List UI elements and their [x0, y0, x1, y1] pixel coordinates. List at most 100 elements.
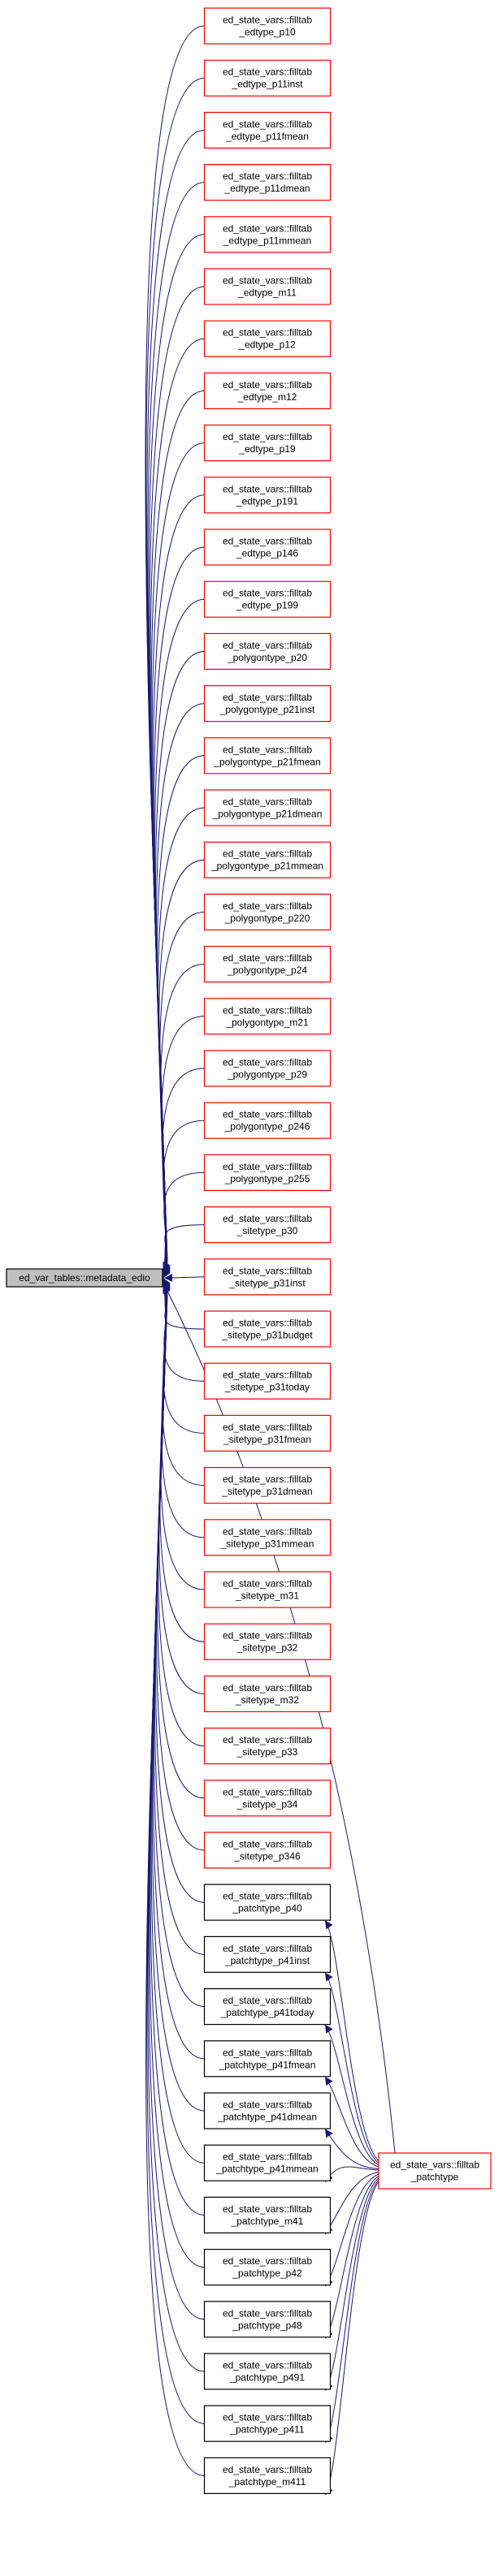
graph-node[interactable]: ed_state_vars::filltab_polygontype_p246: [203, 1102, 332, 1139]
graph-node-box: [203, 2301, 332, 2338]
graph-node[interactable]: ed_state_vars::filltab_edtype_m11: [203, 268, 332, 305]
edge-to-root: [159, 1279, 205, 1642]
edge-hub-to-node: [324, 2024, 386, 2168]
graph-node-box: [203, 2457, 332, 2494]
graph-node-box: [203, 216, 332, 253]
graph-node[interactable]: ed_state_vars::filltab_polygontype_p24: [203, 945, 332, 983]
graph-node[interactable]: ed_state_vars::filltab_patchtype_p411: [203, 2405, 332, 2442]
graph-node[interactable]: ed_state_vars::filltab_polygontype_p21mm…: [203, 841, 332, 878]
graph-node[interactable]: ed_state_vars::filltab_edtype_p146: [203, 529, 332, 566]
graph-node[interactable]: ed_state_vars::filltab_patchtype_p41toda…: [203, 1988, 332, 2026]
graph-node-box: [203, 372, 332, 409]
graph-node-box: [203, 580, 332, 618]
graph-node[interactable]: ed_state_vars::filltab_edtype_p11inst: [203, 59, 332, 97]
graph-node-box: [203, 2353, 332, 2390]
graph-node-box: [203, 164, 332, 201]
graph-node[interactable]: ed_state_vars::filltab_polygontype_p21dm…: [203, 789, 332, 826]
graph-node-box: [203, 945, 332, 983]
graph-node[interactable]: ed_state_vars::filltab_sitetype_p33: [203, 1728, 332, 1765]
graph-node-label-line: _polygontype_p29: [227, 1069, 307, 1081]
graph-node-label-line: _polygontype_p24: [227, 964, 307, 976]
graph-node-box: [203, 1258, 332, 1296]
graph-node-label-line: _patchtype_m41: [231, 2216, 304, 2227]
graph-node-label-line: ed_state_vars::filltab: [223, 1265, 312, 1276]
graph-node-label-line: ed_state_vars::filltab: [223, 640, 312, 651]
graph-node[interactable]: ed_state_vars::filltab_sitetype_p31today: [203, 1362, 332, 1400]
graph-node[interactable]: ed_state_vars::filltab_polygontype_p21in…: [203, 684, 332, 723]
graph-node[interactable]: ed_state_vars::filltab_edtype_p12: [203, 320, 332, 357]
edge-to-root: [152, 494, 205, 1274]
graph-node[interactable]: ed_state_vars::filltab_sitetype_p32: [203, 1623, 332, 1660]
graph-node[interactable]: ed_state_vars::filltab_sitetype_m31: [203, 1571, 332, 1608]
edge-to-root: [154, 598, 205, 1275]
graph-node-box: [203, 1623, 332, 1660]
graph-node-label-line: _polygontype_p21dmean: [212, 809, 323, 820]
edge-hub-to-node: [324, 2177, 386, 2496]
graph-node[interactable]: ed_state_vars::filltab_edtype_p191: [203, 477, 332, 514]
graph-node-box: [203, 1519, 332, 1556]
graph-node-label-line: _polygontype_p220: [224, 913, 310, 924]
graph-node[interactable]: ed_state_vars::filltab_patchtype_p42: [203, 2249, 332, 2286]
graph-node[interactable]: ed_state_vars::filltab_edtype_p199: [203, 580, 332, 618]
graph-node[interactable]: ed_state_vars::filltab_polygontype_p220: [203, 893, 332, 931]
graph-node[interactable]: ed_state_vars::filltab_edtype_p10: [203, 7, 332, 45]
graph-node[interactable]: ed_state_vars::filltab_sitetype_p31inst: [203, 1258, 332, 1296]
graph-node[interactable]: ed_state_vars::filltab_sitetype_m32: [203, 1675, 332, 1712]
graph-node-label-line: _sitetype_m32: [235, 1694, 299, 1706]
graph-node[interactable]: ed_state_vars::filltab_patchtype_p41inst: [203, 1935, 332, 1973]
graph-node[interactable]: ed_state_vars::filltab_edtype_p11dmean: [203, 164, 332, 201]
graph-node-label-line: ed_state_vars::filltab: [223, 1109, 312, 1120]
edge-to-root: [145, 25, 205, 1271]
graph-node-label-line: ed_state_vars::filltab: [223, 1682, 312, 1694]
graph-node-label-line: _patchtype_p41dmean: [217, 2112, 317, 2123]
graph-node[interactable]: ed_state_vars::filltab_sitetype_p31mmean: [203, 1519, 332, 1556]
graph-node[interactable]: ed_state_vars::filltab_sitetype_p346: [203, 1832, 332, 1869]
graph-node-label-line: _edtype_p11fmean: [225, 131, 309, 142]
graph-node[interactable]: ed_state_vars::filltab_sitetype_p30: [203, 1206, 332, 1244]
graph-node[interactable]: ed_state_vars::filltab_edtype_m12: [203, 372, 332, 409]
graph-node[interactable]: ed_state_vars::filltab_polygontype_p20: [203, 632, 332, 671]
graph-node[interactable]: ed_state_vars::filltab_sitetype_p31budge…: [203, 1310, 332, 1348]
graph-node[interactable]: ed_state_vars::filltab_patchtype_p491: [203, 2353, 332, 2390]
graph-node-box: [203, 998, 332, 1035]
graph-node-label-line: _edtype_p11inst: [231, 79, 303, 90]
graph-node[interactable]: ed_state_vars::filltab_edtype_p11mmean: [203, 216, 332, 253]
graph-node[interactable]: ed_state_vars::filltab_patchtype_p48: [203, 2301, 332, 2338]
graph-node-box: [203, 59, 332, 97]
graph-node[interactable]: ed_state_vars::filltab_polygontype_p21fm…: [203, 737, 332, 775]
graph-node[interactable]: ed_state_vars::filltab_polygontype_p29: [203, 1050, 332, 1087]
graph-node[interactable]: ed_state_vars::filltab_patchtype_m411: [203, 2457, 332, 2494]
graph-node[interactable]: ed_state_vars::filltab_patchtype_p41fmea…: [203, 2040, 332, 2078]
graph-node[interactable]: ed_state_vars::filltab_patchtype_m41: [203, 2196, 332, 2233]
graph-node[interactable]: ed_state_vars::filltab_sitetype_p31dmean: [203, 1466, 332, 1504]
graph-node[interactable]: ed_state_vars::filltab_edtype_p11fmean: [203, 111, 332, 149]
graph-node-label-line: ed_state_vars::filltab: [223, 1786, 312, 1797]
root-node-box: [6, 1268, 163, 1288]
root-node[interactable]: ed_var_tables::metadata_edio: [6, 1268, 163, 1288]
graph-node-label-line: ed_state_vars::filltab: [223, 483, 312, 494]
edge-hub-to-node: [324, 2172, 386, 2287]
graph-node-label-line: _edtype_p191: [236, 495, 298, 507]
graph-node-label-line: _edtype_p12: [238, 339, 296, 351]
graph-node-label-line: ed_state_vars::filltab: [223, 379, 312, 390]
graph-node[interactable]: ed_state_vars::filltab_patchtype_p41dmea…: [203, 2092, 332, 2129]
graph-node-label-line: _polygontype_p20: [227, 652, 307, 663]
graph-node-box: [203, 2040, 332, 2078]
graph-node-label-line: _edtype_p10: [238, 27, 296, 38]
graph-node[interactable]: ed_state_vars::filltab_edtype_p19: [203, 424, 332, 462]
graph-node[interactable]: ed_state_vars::filltab_polygontype_m21: [203, 998, 332, 1035]
graph-node-label-line: ed_state_vars::filltab: [223, 1474, 312, 1485]
root-node-label-line: ed_var_tables::metadata_edio: [19, 1272, 150, 1284]
graph-node[interactable]: ed_state_vars::filltab_patchtype_p41mmea…: [203, 2144, 332, 2181]
graph-node-label-line: _sitetype_p31fmean: [223, 1434, 311, 1445]
graph-node[interactable]: ed_state_vars::filltab_polygontype_p255: [203, 1154, 332, 1192]
hub-node[interactable]: ed_state_vars::filltab_patchtype: [378, 2152, 492, 2190]
graph-node-label-line: _edtype_p19: [238, 443, 296, 455]
graph-node[interactable]: ed_state_vars::filltab_sitetype_p31fmean: [203, 1414, 332, 1452]
graph-node[interactable]: ed_state_vars::filltab_patchtype_p40: [203, 1883, 332, 1921]
graph-node[interactable]: ed_state_vars::filltab_sitetype_p34: [203, 1780, 332, 1817]
graph-node-label-line: _sitetype_p32: [236, 1642, 298, 1654]
graph-node-box: [203, 1466, 332, 1504]
graph-node-label-line: _patchtype_p41today: [220, 2007, 314, 2018]
graph-node-label-line: ed_state_vars::filltab: [223, 2360, 312, 2371]
